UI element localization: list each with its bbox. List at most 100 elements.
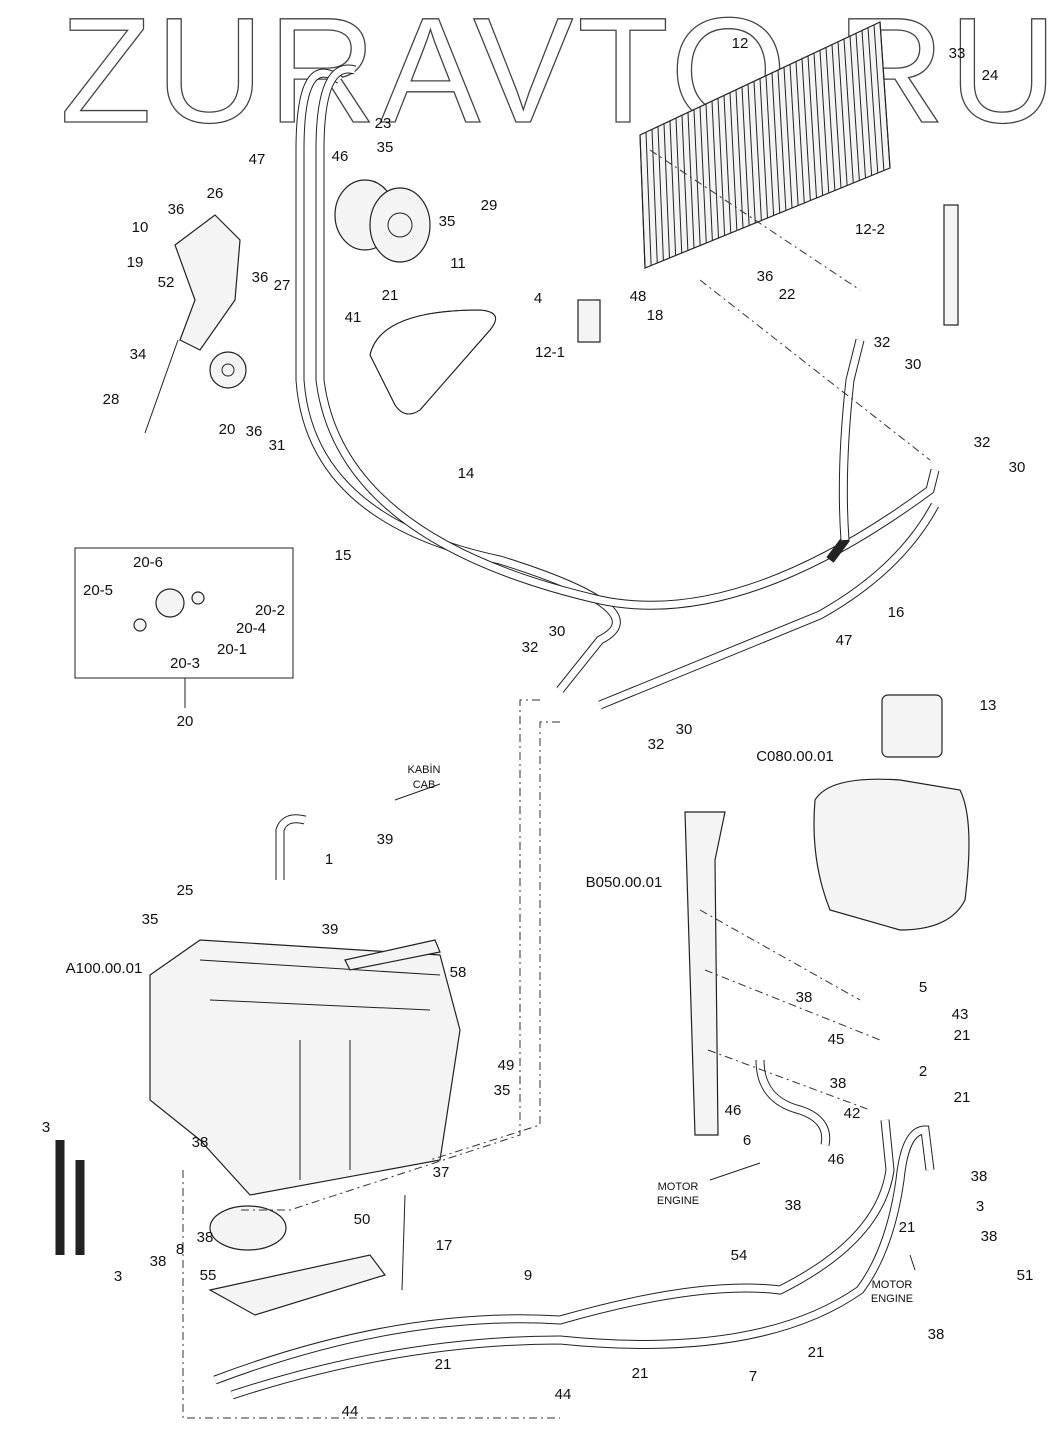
bolt — [144, 339, 179, 434]
callout-label: 38 — [928, 1326, 945, 1343]
callout-label: C080.00.01 — [756, 748, 834, 765]
callout-label: 38 — [197, 1229, 214, 1246]
pulley-detail-box — [74, 547, 294, 679]
callout-label: 26 — [207, 185, 224, 202]
callout-label: 27 — [274, 277, 291, 294]
callout-label: 55 — [200, 1267, 217, 1284]
callout-label: 21 — [954, 1089, 971, 1106]
callout-label: 35 — [439, 213, 456, 230]
callout-label: 21 — [954, 1027, 971, 1044]
callout-label: 11 — [450, 255, 466, 272]
receiver-drier — [943, 204, 959, 326]
callout-label: 58 — [450, 964, 467, 981]
callout-label: 21 — [382, 287, 399, 304]
callout-label: 17 — [436, 1237, 453, 1254]
callout-label: 47 — [249, 151, 266, 168]
callout-label: 20-6 — [133, 554, 163, 571]
callout-label: 54 — [731, 1247, 748, 1264]
callout-label: 51 — [1017, 1267, 1034, 1284]
callout-label: 21 — [808, 1344, 825, 1361]
callout-label: 15 — [335, 547, 352, 564]
callout-label: 38 — [796, 989, 813, 1006]
callout-label: 43 — [952, 1006, 969, 1023]
callout-label: 5 — [919, 979, 927, 996]
callout-label: 35 — [494, 1082, 511, 1099]
callout-label: 22 — [779, 286, 796, 303]
callout-label: 3 — [976, 1198, 984, 1215]
callout-label: B050.00.01 — [586, 874, 663, 891]
callout-label: 23 — [375, 115, 392, 132]
mounting-bracket — [684, 811, 726, 1136]
callout-label: 47 — [836, 632, 853, 649]
cab-direction-line1: KABİN — [407, 763, 440, 776]
callout-label: A100.00.01 — [66, 960, 143, 977]
callout-label: 7 — [749, 1368, 757, 1385]
callout-label: 32 — [874, 334, 891, 351]
callout-label: 46 — [725, 1102, 742, 1119]
callout-label: 21 — [899, 1219, 916, 1236]
callout-label: 33 — [949, 45, 966, 62]
callout-label: 45 — [828, 1031, 845, 1048]
callout-label: 42 — [844, 1105, 861, 1122]
bracket — [174, 214, 241, 351]
callout-label: 3 — [42, 1119, 50, 1136]
callout-label: 36 — [246, 423, 263, 440]
callout-label: 12-1 — [535, 344, 565, 361]
callout-label: 8 — [176, 1241, 184, 1258]
callout-label: 39 — [377, 831, 394, 848]
callout-label: 38 — [150, 1253, 167, 1270]
pressure-switch — [577, 299, 601, 343]
callout-label: 21 — [435, 1356, 452, 1373]
callout-label: 52 — [158, 274, 175, 291]
callout-label: 44 — [342, 1403, 359, 1420]
filter — [208, 1254, 386, 1316]
engine-direction-right-line2: ENGINE — [871, 1293, 913, 1305]
hoses — [55, 64, 940, 1400]
callout-label: 41 — [345, 309, 362, 326]
callout-label: 3 — [114, 1268, 122, 1285]
callout-label: 38 — [971, 1168, 988, 1185]
filter-cover — [344, 939, 441, 971]
callout-label: 14 — [458, 465, 475, 482]
callout-label: 32 — [648, 736, 665, 753]
callout-label: 32 — [974, 434, 991, 451]
callout-label: 10 — [132, 219, 149, 236]
callout-label: 20 — [177, 713, 194, 730]
callout-label: 9 — [524, 1267, 532, 1284]
callout-label: 30 — [1009, 459, 1026, 476]
idler-pulley — [209, 351, 247, 389]
callout-label: 38 — [981, 1228, 998, 1245]
callout-label: 24 — [982, 67, 999, 84]
callout-label: 31 — [269, 437, 286, 454]
callout-label: 20-4 — [236, 620, 266, 637]
callout-label: 38 — [192, 1134, 209, 1151]
callout-label: 13 — [980, 697, 997, 714]
callout-label: 36 — [252, 269, 269, 286]
callout-label: 2 — [919, 1063, 927, 1080]
callout-label: 6 — [743, 1132, 751, 1149]
callout-label: 36 — [168, 201, 185, 218]
callout-label: 50 — [354, 1211, 371, 1228]
callout-label: 29 — [481, 197, 498, 214]
callout-label: 48 — [630, 288, 647, 305]
callout-label: 49 — [498, 1057, 515, 1074]
callout-label: 38 — [785, 1197, 802, 1214]
callout-label: 39 — [322, 921, 339, 938]
watermark: ZURAVTO.RU — [60, 0, 1052, 154]
callout-label: 44 — [555, 1386, 572, 1403]
callout-label: 20-1 — [217, 641, 247, 658]
callout-label: 25 — [177, 882, 194, 899]
callout-label: 35 — [377, 139, 394, 156]
callout-label: 36 — [757, 268, 774, 285]
callout-label: 1 — [325, 851, 333, 868]
callout-label: 30 — [549, 623, 566, 640]
drive-belt — [369, 309, 497, 415]
callout-label: 28 — [103, 391, 120, 408]
engine-direction-left-line2: ENGINE — [657, 1195, 699, 1207]
condenser — [639, 21, 891, 269]
callout-label: 34 — [130, 346, 147, 363]
callout-label: 18 — [647, 307, 664, 324]
